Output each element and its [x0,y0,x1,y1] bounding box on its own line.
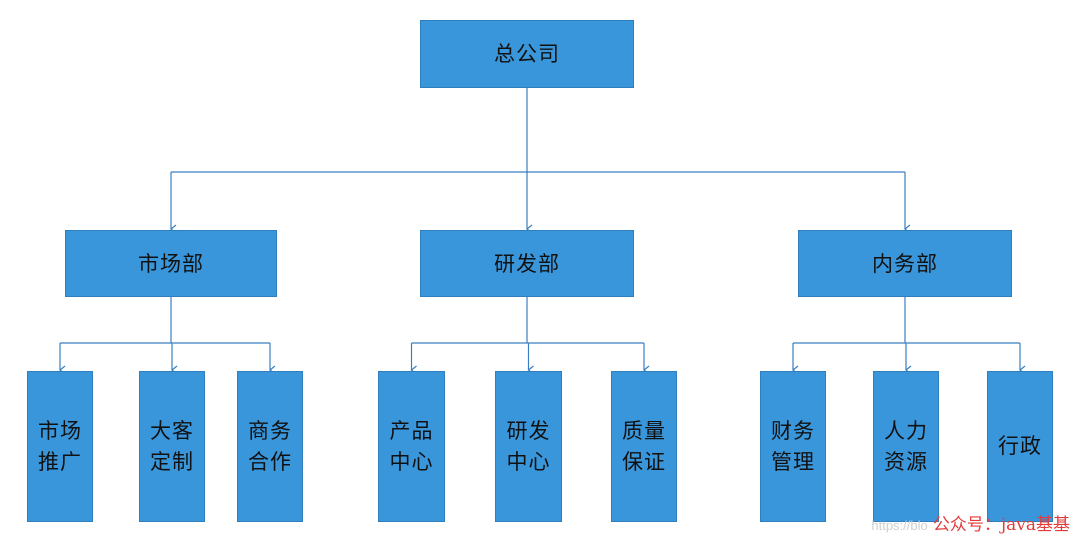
team-label: 大客 定制 [150,418,194,474]
team-label: 质量 保证 [622,418,666,474]
watermark-url: https://blo [871,518,928,533]
watermark: https://blo 公众号：java基基 [871,510,1070,535]
department-node-internal-affairs[interactable]: 内务部 [798,230,1012,297]
team-label: 财务 管理 [771,418,815,474]
team-node-administration[interactable]: 行政 [987,371,1053,522]
root-node-label: 总公司 [494,42,560,66]
department-node-marketing[interactable]: 市场部 [65,230,277,297]
watermark-text: 公众号：java基基 [932,515,1070,535]
team-label: 市场 推广 [38,418,82,474]
root-node-headquarters[interactable]: 总公司 [420,20,634,88]
team-node-human-resources[interactable]: 人力 资源 [873,371,939,522]
team-label: 研发 中心 [506,418,551,474]
team-node-business-cooperation[interactable]: 商务 合作 [237,371,303,522]
team-label: 商务 合作 [248,418,292,474]
department-node-rnd[interactable]: 研发部 [420,230,634,297]
department-label: 研发部 [494,251,560,276]
team-node-key-account-customization[interactable]: 大客 定制 [139,371,205,522]
team-label: 人力 资源 [884,418,928,474]
team-node-product-center[interactable]: 产品 中心 [378,371,445,522]
team-label: 产品 中心 [389,418,434,474]
team-node-finance-management[interactable]: 财务 管理 [760,371,826,522]
department-label: 市场部 [138,251,204,276]
team-node-rnd-center[interactable]: 研发 中心 [495,371,562,522]
department-label: 内务部 [872,251,938,276]
team-node-quality-assurance[interactable]: 质量 保证 [611,371,677,522]
team-label: 行政 [998,434,1042,458]
team-node-market-promotion[interactable]: 市场 推广 [27,371,93,522]
